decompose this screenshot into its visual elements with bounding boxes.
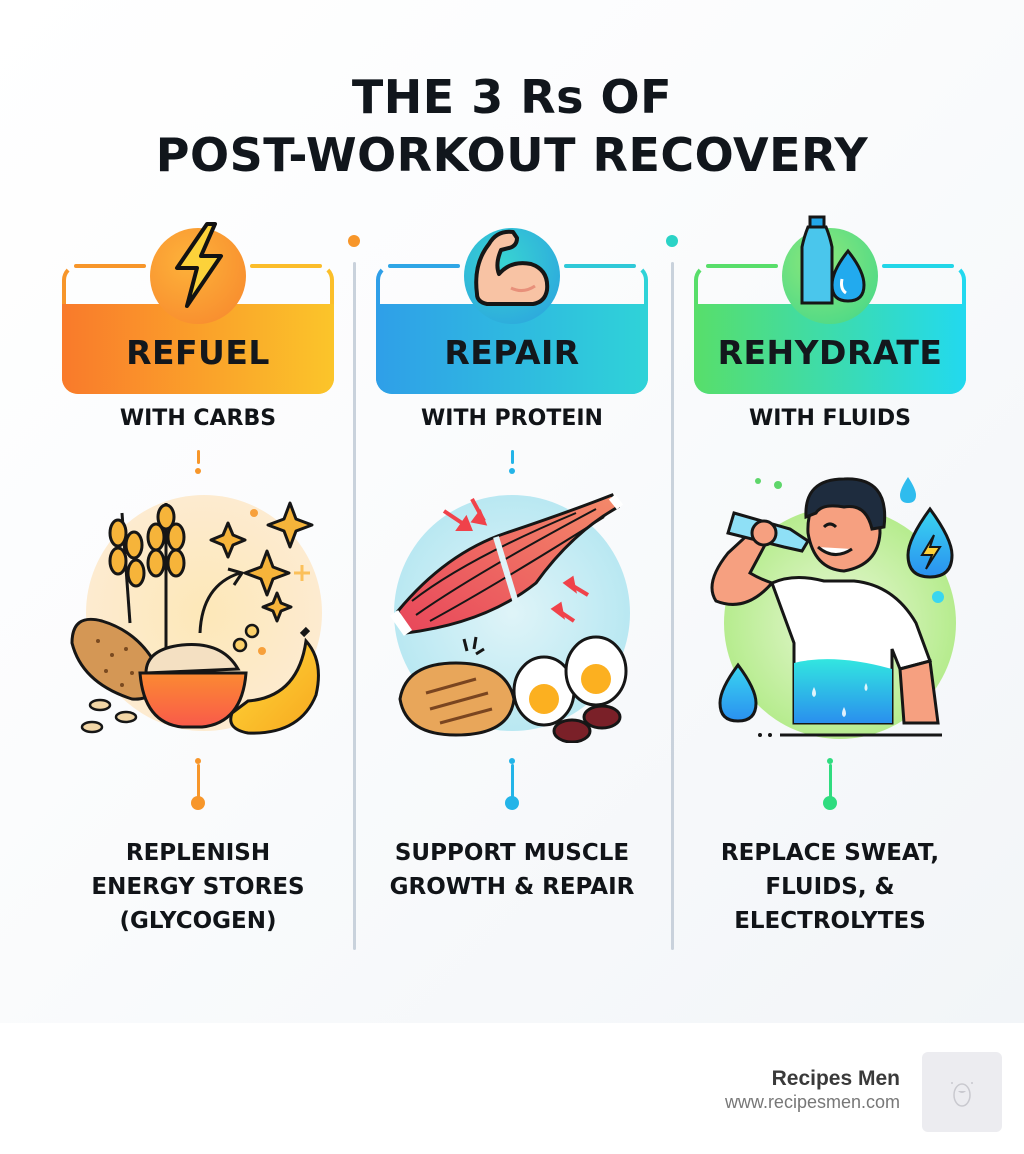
repair-label: REPAIR — [444, 332, 580, 372]
column-refuel: REFUEL WITH CARBS — [62, 222, 352, 948]
connector-dot — [509, 468, 515, 474]
refuel-benefit: REPLENISH ENERGY STORES (GLYCOGEN) — [91, 840, 305, 934]
water-bottle-drop-icon — [782, 215, 878, 324]
card-topline — [388, 264, 460, 268]
man-drinking-water-illustration — [694, 473, 966, 743]
infographic: THE 3 Rs OF POST-WORKOUT RECOVERY REFUEL… — [0, 0, 1024, 1023]
rehydrate-subtitle: WITH FLUIDS — [749, 406, 911, 431]
bear-logo-icon[interactable] — [922, 1052, 1002, 1132]
brand-name: Recipes Men — [771, 1067, 900, 1090]
repair-subtitle: WITH PROTEIN — [421, 406, 603, 431]
divider-dot-orange — [348, 235, 360, 247]
connector-dot — [827, 758, 833, 764]
card-topline — [564, 264, 636, 268]
connector-stem — [511, 764, 514, 798]
protein-muscle-illustration — [376, 473, 648, 744]
flexed-bicep-icon — [464, 228, 560, 324]
rehydrate-label: REHYDRATE — [717, 332, 943, 372]
card-topline — [706, 264, 778, 268]
column-repair: REPAIR WITH PROTEIN — [376, 228, 666, 948]
brand-block[interactable]: Recipes Men www.recipesmen.com — [725, 1067, 900, 1113]
divider-dot-teal — [666, 235, 678, 247]
connector-stem — [197, 764, 200, 798]
connector-dot — [195, 758, 201, 764]
column-divider — [353, 262, 356, 950]
lightning-bolt-icon — [150, 222, 246, 324]
repair-benefit: SUPPORT MUSCLE GROWTH & REPAIR — [389, 840, 635, 900]
rehydrate-benefit: REPLACE SWEAT, FLUIDS, & ELECTROLYTES — [720, 840, 940, 934]
connector-tick — [511, 450, 514, 464]
refuel-label: REFUEL — [126, 332, 270, 372]
connector-dot — [509, 758, 515, 764]
connector-tick — [197, 450, 200, 464]
connector-dot — [195, 468, 201, 474]
connector-pin — [505, 796, 519, 810]
rehydrate-band: REHYDRATE — [694, 304, 966, 394]
card-topline — [74, 264, 146, 268]
connector-stem — [829, 764, 832, 798]
card-topline — [250, 264, 322, 268]
connector-pin — [823, 796, 837, 810]
page-title: THE 3 Rs OF POST-WORKOUT RECOVERY — [0, 68, 1024, 184]
card-topline — [882, 264, 954, 268]
column-rehydrate: REHYDRATE WITH FLUIDS — [694, 215, 984, 948]
title-line-1: THE 3 Rs OF — [351, 70, 673, 124]
connector-pin — [191, 796, 205, 810]
carbs-foods-illustration — [62, 473, 334, 743]
brand-url[interactable]: www.recipesmen.com — [724, 1092, 900, 1112]
title-line-2: POST-WORKOUT RECOVERY — [155, 128, 869, 182]
column-divider — [671, 262, 674, 950]
footer: Recipes Men www.recipesmen.com — [0, 1023, 1024, 1154]
refuel-subtitle: WITH CARBS — [119, 406, 277, 431]
